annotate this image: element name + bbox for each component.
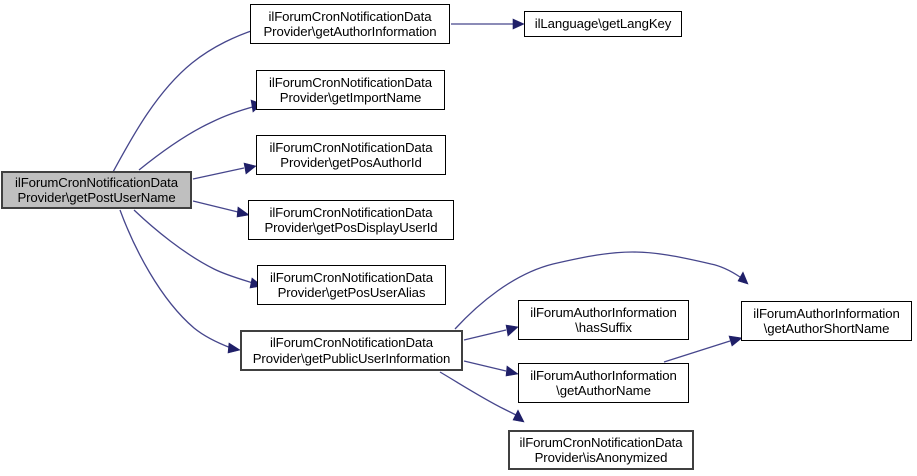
node-label-getLangKey: ilLanguage\getLangKey	[534, 16, 672, 32]
node-getImportName[interactable]: ilForumCronNotificationData Provider\get…	[256, 70, 445, 110]
node-getPostUserName[interactable]: ilForumCronNotificationData Provider\get…	[1, 171, 192, 209]
node-hasSuffix[interactable]: ilForumAuthorInformation \hasSuffix	[518, 300, 689, 340]
edge-getPostUserName-to-getPublicUserInformation	[119, 209, 232, 349]
node-label-getPublicUserInformation: ilForumCronNotificationData Provider\get…	[252, 335, 451, 366]
node-getAuthorShortName[interactable]: ilForumAuthorInformation \getAuthorShort…	[741, 301, 912, 341]
node-label-getPosDisplayUserId: ilForumCronNotificationData Provider\get…	[264, 204, 438, 236]
node-label-getImportName: ilForumCronNotificationData Provider\get…	[269, 74, 432, 106]
node-isAnonymized[interactable]: ilForumCronNotificationData Provider\isA…	[508, 430, 694, 470]
node-getAuthorInformation[interactable]: ilForumCronNotificationData Provider\get…	[250, 4, 450, 44]
node-label-getPostUserName: ilForumCronNotificationData Provider\get…	[15, 174, 178, 206]
edge-getPostUserName-to-getPosDisplayUserId	[192, 200, 239, 213]
node-label-isAnonymized: ilForumCronNotificationData Provider\isA…	[519, 434, 683, 466]
edge-getPublicUserInformation-to-hasSuffix	[463, 329, 507, 341]
node-getAuthorName[interactable]: ilForumAuthorInformation \getAuthorName	[518, 363, 689, 403]
arrowhead-getAuthorName	[505, 365, 519, 377]
arrowhead-getPublicUserInformation	[227, 342, 241, 354]
edge-getPublicUserInformation-to-isAnonymized	[439, 371, 517, 416]
arrowhead-isAnonymized	[512, 409, 525, 423]
arrowhead-getAuthorShortName	[728, 335, 743, 347]
arrowhead-getPosDisplayUserId	[236, 206, 250, 218]
arrowhead-getPosAuthorId	[243, 162, 257, 175]
node-getPosUserAlias[interactable]: ilForumCronNotificationData Provider\get…	[257, 265, 446, 305]
node-getLangKey[interactable]: ilLanguage\getLangKey	[524, 11, 682, 37]
node-label-hasSuffix: ilForumAuthorInformation \hasSuffix	[530, 304, 677, 336]
edge-getPublicUserInformation-to-getAuthorName	[463, 360, 507, 372]
edge-getPostUserName-to-getPosAuthorId	[192, 167, 245, 180]
node-getPosDisplayUserId[interactable]: ilForumCronNotificationData Provider\get…	[248, 200, 454, 240]
edge-getPostUserName-to-getPosUserAlias	[133, 209, 254, 284]
node-label-getAuthorName: ilForumAuthorInformation \getAuthorName	[530, 367, 677, 399]
arrowhead-getLangKey	[512, 18, 525, 30]
node-label-getAuthorShortName: ilForumAuthorInformation \getAuthorShort…	[753, 305, 900, 337]
edge-getPostUserName-to-getAuthorInformation	[112, 28, 258, 173]
node-getPublicUserInformation[interactable]: ilForumCronNotificationData Provider\get…	[240, 330, 463, 371]
edge-getPostUserName-to-getImportName	[138, 105, 257, 171]
edge-getAuthorName-to-getAuthorShortName	[663, 340, 731, 363]
node-label-getPosAuthorId: ilForumCronNotificationData Provider\get…	[269, 139, 433, 171]
arrowhead-getAuthorShortName	[737, 271, 749, 285]
node-label-getAuthorInformation: ilForumCronNotificationData Provider\get…	[263, 8, 437, 40]
node-label-getPosUserAlias: ilForumCronNotificationData Provider\get…	[270, 269, 433, 301]
arrowhead-hasSuffix	[505, 324, 519, 337]
node-getPosAuthorId[interactable]: ilForumCronNotificationData Provider\get…	[256, 135, 446, 175]
edge-getPublicUserInformation-to-getAuthorShortName	[454, 251, 741, 330]
